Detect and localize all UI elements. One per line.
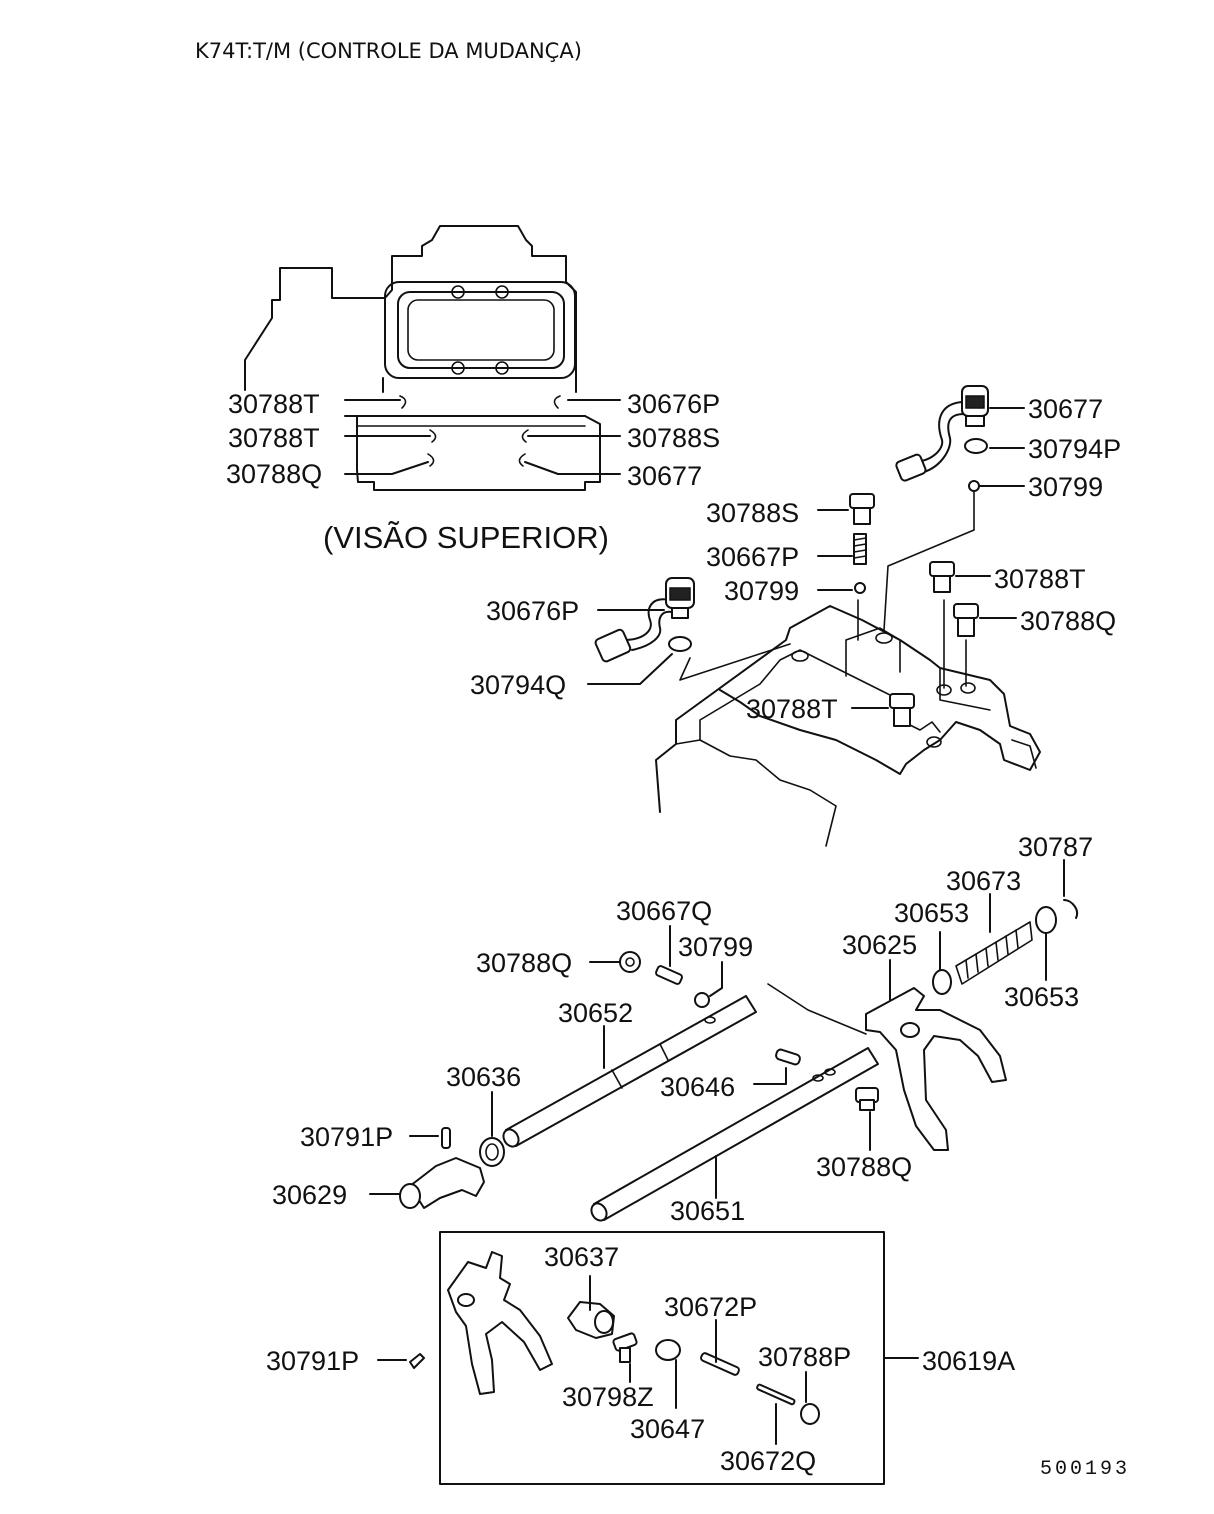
diagram-title: K74T:T/M (CONTROLE DA MUDANÇA) (195, 39, 582, 63)
part-label: 30646 (660, 1072, 735, 1102)
part-label: 30652 (558, 998, 633, 1028)
roll-pin-30791P (409, 1353, 425, 1369)
collar-30647 (655, 1339, 681, 1361)
part-label: 30625 (842, 930, 917, 960)
retainer-30653 (932, 969, 952, 995)
spring-30672Q (756, 1383, 796, 1406)
part-label: 30794P (1028, 434, 1121, 464)
part-label: 30672P (664, 1292, 757, 1322)
part-label: 30788Q (816, 1152, 912, 1182)
ball-30799 (854, 582, 866, 594)
speed-sensor-30676P (594, 577, 695, 663)
shift-rail-30652 (502, 995, 757, 1148)
part-label: 30619A (922, 1346, 1015, 1376)
gasket-30794P (964, 438, 988, 454)
clip-30787 (1063, 899, 1078, 919)
part-label: 30677 (1028, 394, 1103, 424)
part-label: 30794Q (470, 670, 566, 700)
part-label: 30787 (1018, 832, 1093, 862)
part-label: 30788T (228, 389, 320, 419)
part-label: 30676P (627, 389, 720, 419)
part-label: 30667Q (616, 896, 712, 926)
part-label: 30788T (746, 694, 838, 724)
part-label: 30667P (706, 542, 799, 572)
part-label: 30629 (272, 1180, 347, 1210)
part-label: 30651 (670, 1196, 745, 1226)
plug-30788S (849, 493, 875, 525)
plug-30788Q (619, 951, 641, 973)
top-view-drawing (244, 225, 621, 491)
spring-30673 (955, 921, 1033, 985)
part-label: 30788S (627, 423, 720, 453)
shift-lug-30637 (567, 1301, 615, 1339)
part-label: 30791P (266, 1346, 359, 1376)
part-label: 30798Z (562, 1382, 654, 1412)
diagram-code: 500193 (1040, 1458, 1130, 1481)
part-label: 30788Q (476, 948, 572, 978)
collar-30636 (479, 1137, 505, 1167)
plug-30788Q (855, 1087, 879, 1111)
part-label: 30788Q (226, 459, 322, 489)
part-label: 30788Q (1020, 606, 1116, 636)
part-label: 30791P (300, 1122, 393, 1152)
part-label: 30637 (544, 1242, 619, 1272)
part-label: 30673 (946, 866, 1021, 896)
speed-sensor-30677 (895, 385, 989, 482)
part-label: 30799 (724, 576, 799, 606)
plug-30788T (889, 693, 915, 727)
part-label: 30672Q (720, 1446, 816, 1476)
plug-30788T (929, 561, 955, 593)
bolt-30798Z (612, 1332, 638, 1363)
plug-30788P (800, 1403, 820, 1425)
part-label: 30636 (446, 1062, 521, 1092)
part-label: 30647 (630, 1414, 705, 1444)
spring-30672P (700, 1352, 740, 1376)
plug-30788Q (953, 603, 979, 637)
roll-pin-30791P (441, 1127, 451, 1149)
part-label: 30799 (678, 932, 753, 962)
shift-lug-30629 (399, 1157, 485, 1209)
part-label: 30676P (486, 596, 579, 626)
part-label: 30799 (1028, 472, 1103, 502)
pin-30646 (775, 1048, 801, 1066)
gasket-30794Q (668, 636, 692, 652)
part-label: 30677 (627, 461, 702, 491)
view-caption: (VISÃO SUPERIOR) (323, 520, 609, 555)
part-label: 30653 (1004, 982, 1079, 1012)
shift-fork-kit (447, 1251, 553, 1395)
spring-30667Q (655, 965, 683, 985)
ball-30799 (968, 480, 980, 492)
ball-30799 (694, 992, 710, 1008)
retainer-30653 (1035, 906, 1057, 934)
part-label: 30788S (706, 498, 799, 528)
spring-30667P (853, 533, 867, 565)
shift-rail-30651 (590, 1047, 879, 1222)
part-label: 30788T (228, 423, 320, 453)
transmission-housing-drawing (655, 491, 1041, 847)
part-label: 30788P (758, 1342, 851, 1372)
shift-fork-30625 (865, 987, 1007, 1151)
part-label: 30788T (994, 564, 1086, 594)
part-label: 30653 (894, 898, 969, 928)
